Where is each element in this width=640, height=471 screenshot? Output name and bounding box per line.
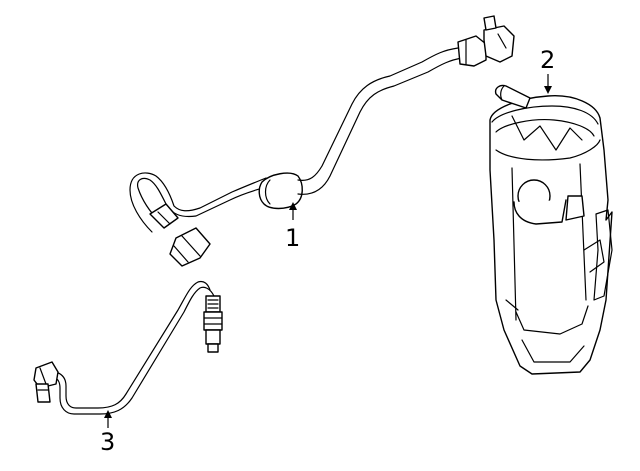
callout-2: 2	[540, 46, 555, 94]
hose-assembly-part[interactable]	[129, 15, 515, 267]
callout-label-1: 1	[285, 224, 300, 252]
callout-3: 3	[100, 410, 115, 456]
sensor-cable-part[interactable]	[33, 280, 223, 415]
callout-label-2: 2	[540, 46, 555, 74]
callout-1: 1	[285, 202, 300, 252]
callout-label-3: 3	[100, 428, 115, 456]
canister-part[interactable]	[489, 84, 613, 375]
